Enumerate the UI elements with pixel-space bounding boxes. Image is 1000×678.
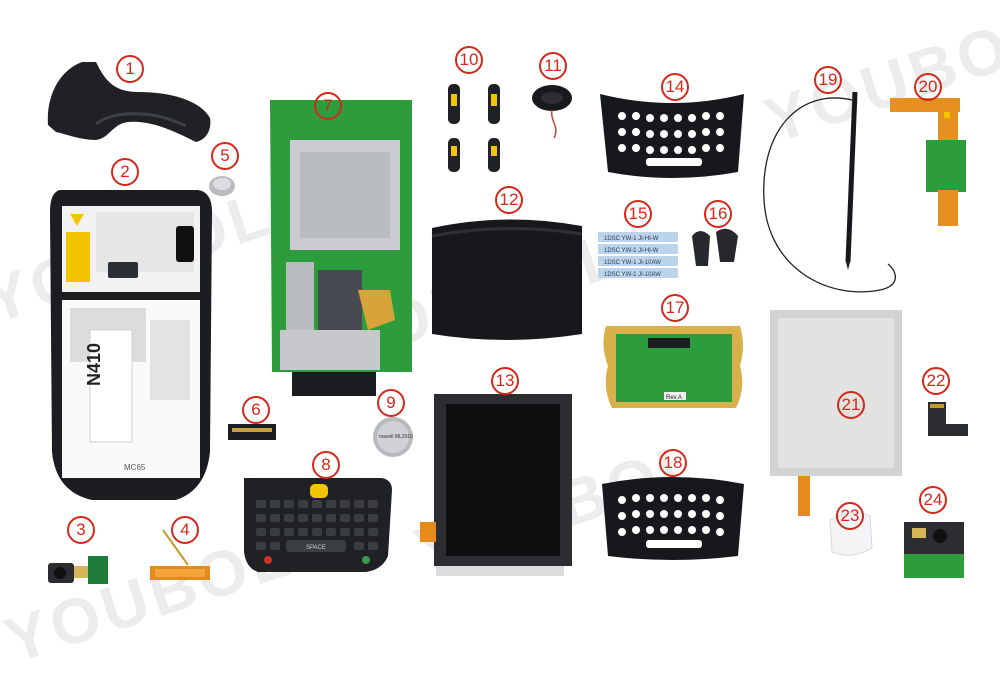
callout-6: 6 [242,396,270,424]
small-flex [928,402,968,436]
lcd-display [420,394,572,576]
callout-8: 8 [312,451,340,479]
callout-19: 19 [814,66,842,94]
battery-cover [431,219,583,340]
callout-5: 5 [211,142,239,170]
housing-brand-label: MC65 [124,463,146,472]
coin-battery-label: maxell ML2016 [379,434,413,440]
board-rev-label: Rev.A [666,395,682,401]
callout-15: 15 [624,200,652,228]
parts-illustration: N410 MC65 [47,62,968,584]
callout-7: 7 [314,92,342,120]
keypad-bezel-bottom [602,477,744,560]
flex-cable-label: 1DSC YW-1 JI-HI-W [604,248,659,254]
callout-22: 22 [922,367,950,395]
callout-18: 18 [659,449,687,477]
callout-17: 17 [661,294,689,322]
callout-21: 21 [837,391,865,419]
top-bumper [47,62,211,142]
touch-digitizer [770,310,902,516]
coin-battery: maxell ML2016 [373,417,413,457]
callout-14: 14 [661,73,689,101]
callout-9: 9 [377,389,405,417]
callout-23: 23 [836,502,864,530]
housing-model-label: N410 [84,343,104,386]
callout-10: 10 [455,46,483,74]
speaker [532,85,572,139]
rubber-plugs [692,228,738,266]
callout-24: 24 [919,486,947,514]
stylus [763,91,896,293]
side-keys [448,84,500,172]
flex-cables: 1DSC YW-1 JI-HI-W 1DSC YW-1 JI-HI-W 1DSC… [598,232,678,278]
flex-cable-label: 1DSC YW-1 JI-10AW [604,272,661,278]
scanner-engine [904,522,964,578]
battery-connector [228,424,276,440]
main-board [270,100,412,396]
flex-cable-label: 1DSC YW-1 JI-HI-W [604,236,659,242]
camera-module [48,556,108,584]
callout-2: 2 [111,158,139,186]
callout-1: 1 [116,55,144,83]
back-housing: N410 MC65 [50,190,212,500]
callout-16: 16 [704,200,732,228]
antenna-flex [150,529,210,580]
flex-cable-label: 1DSC YW-1 JI-10AW [604,260,661,266]
keypad-bezel-top [600,94,744,178]
callout-20: 20 [914,73,942,101]
callout-3: 3 [67,516,95,544]
callout-11: 11 [539,52,567,80]
callout-12: 12 [495,186,523,214]
space-key-label: SPACE [306,545,326,551]
keypad: SPACE [244,478,392,572]
callout-13: 13 [491,367,519,395]
vibrator-motor [209,176,235,196]
callout-4: 4 [171,516,199,544]
flex-board [890,98,966,226]
keypad-board: Rev.A [603,326,743,408]
